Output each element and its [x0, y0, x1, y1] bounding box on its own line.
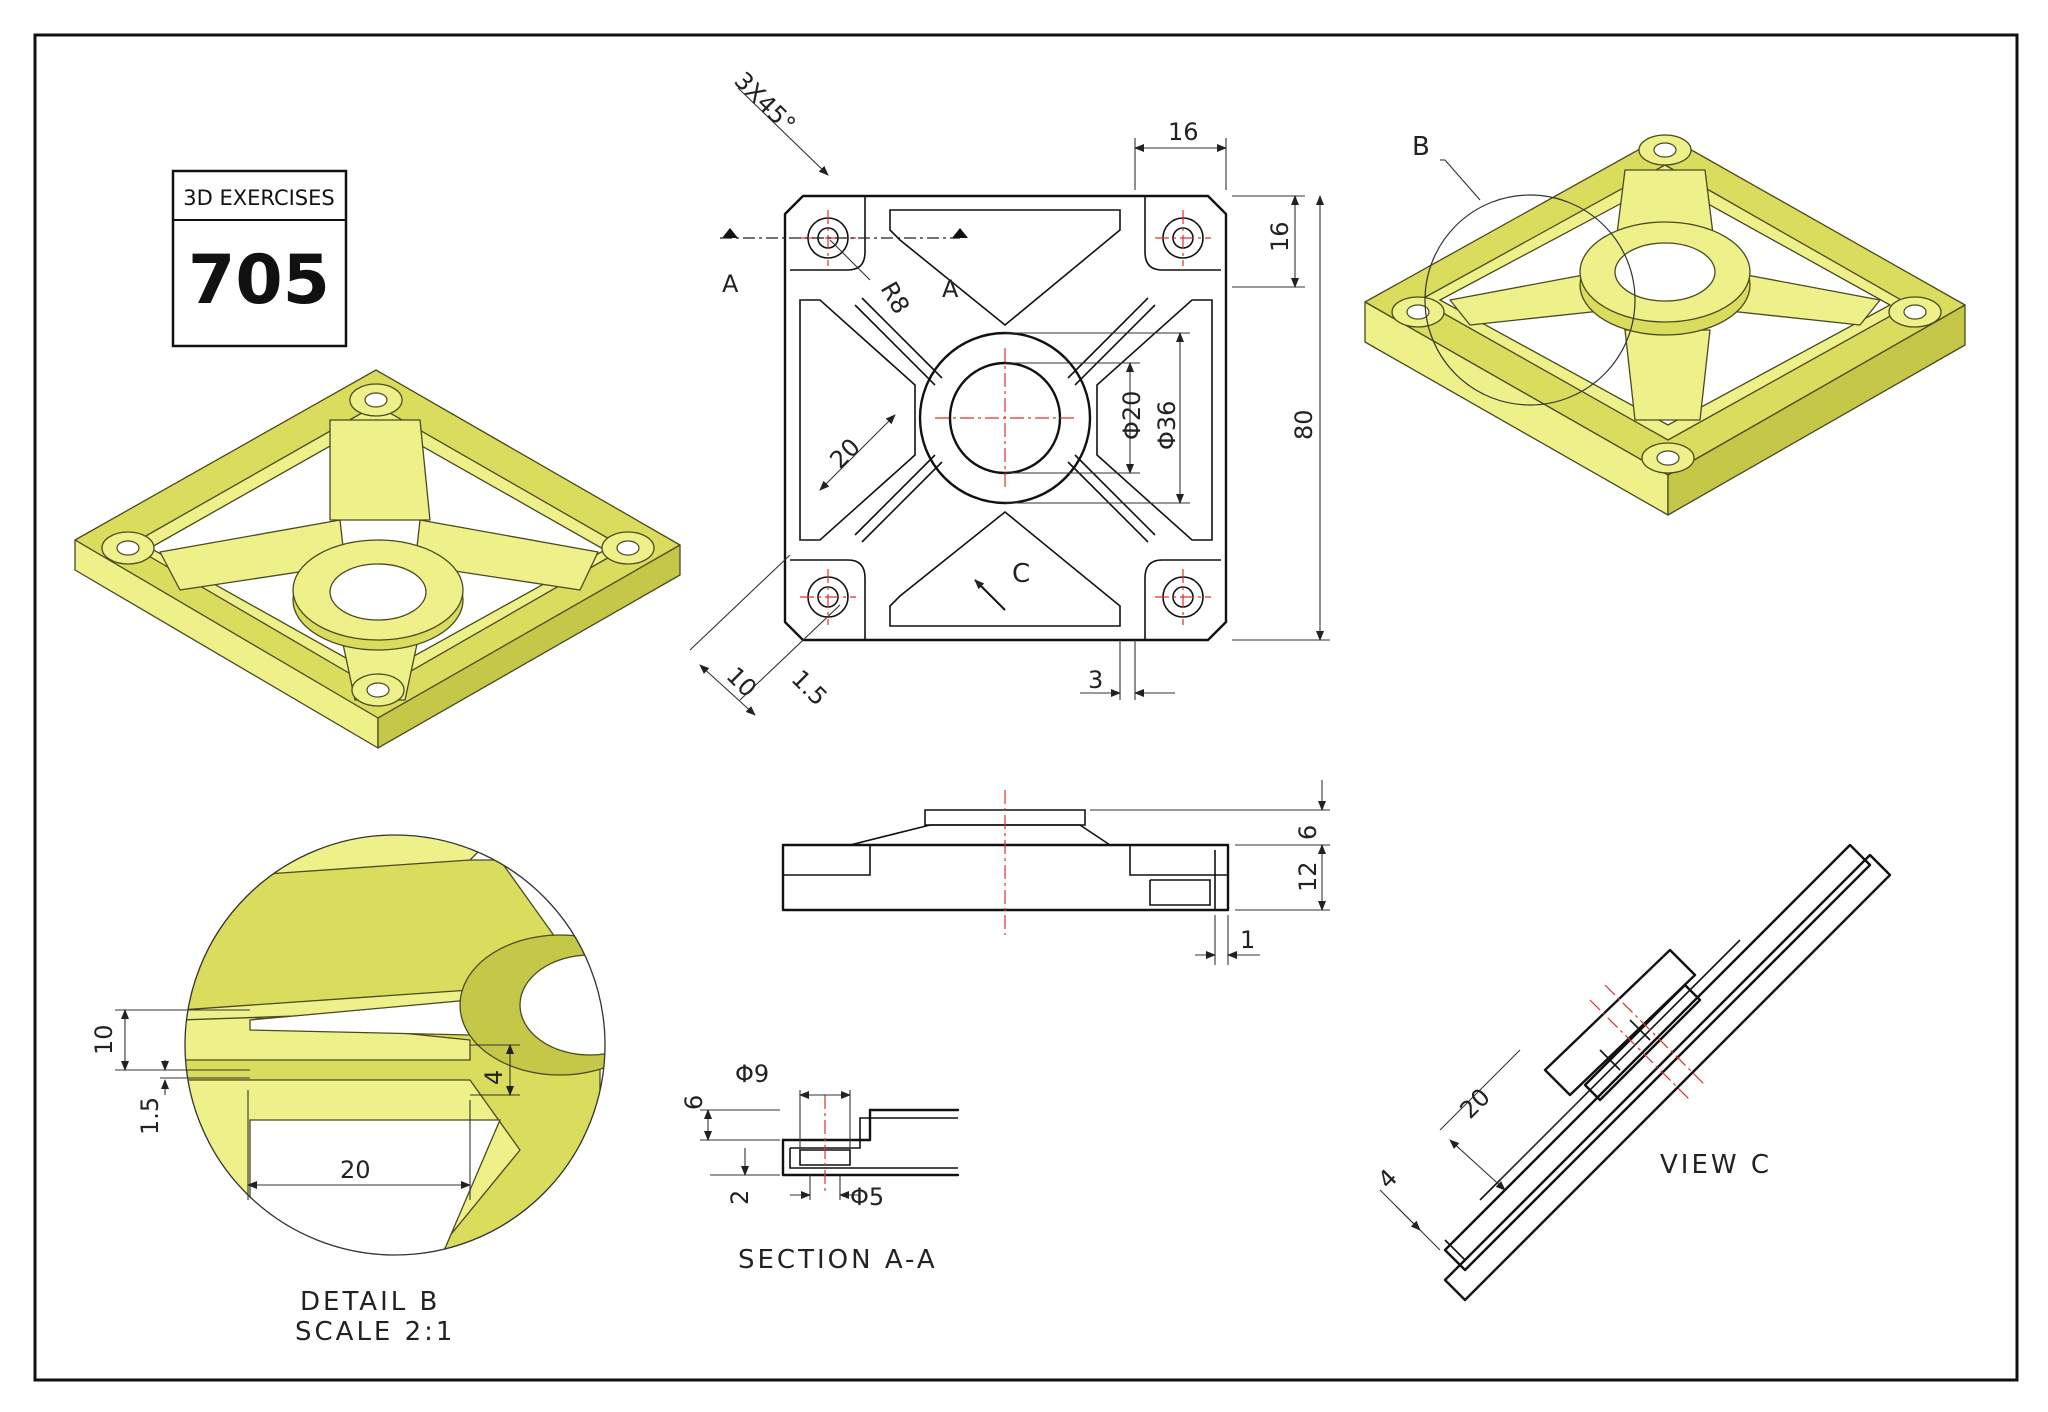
- view-c: 20 4 VIEW C: [1372, 843, 1892, 1302]
- badge-title: 3D EXERCISES: [183, 186, 334, 210]
- dim-80: 80: [1290, 409, 1318, 440]
- section-title: SECTION A-A: [738, 1245, 938, 1275]
- dim-side-6: 6: [1294, 825, 1322, 840]
- iso-model-left: [74, 369, 681, 749]
- dim-side-12: 12: [1294, 861, 1322, 892]
- dim-radius: R8: [875, 277, 915, 319]
- dim-viewc-4: 4: [1372, 1164, 1403, 1195]
- dim-viewc-20: 20: [1454, 1083, 1495, 1124]
- iso-model-right: B: [1364, 132, 1966, 516]
- badge-number: 705: [188, 241, 330, 320]
- view-c-title: VIEW C: [1660, 1150, 1772, 1180]
- dim-16-height: 16: [1266, 221, 1294, 252]
- dim-detail-20: 20: [340, 1156, 371, 1184]
- dim-sec-d5: Φ5: [850, 1183, 884, 1211]
- dim-rib-20: 20: [824, 433, 865, 474]
- detail-b-circle: [1424, 194, 1636, 406]
- dim-sec-d9: Φ9: [735, 1060, 769, 1088]
- dim-detail-4: 4: [480, 1070, 508, 1085]
- detail-letter: B: [1412, 132, 1433, 162]
- exercise-badge: 3D EXERCISES 705: [171, 169, 348, 348]
- dim-rib-10: 10: [721, 661, 762, 702]
- detail-b: 10 1.5 4 20 DETAIL B SCALE 2:1: [90, 834, 606, 1347]
- dim-side-1: 1: [1240, 926, 1255, 954]
- dim-dia36: Φ36: [1153, 401, 1181, 450]
- dim-sec-h2: 2: [726, 1190, 754, 1205]
- side-view: 6 12 1: [781, 780, 1330, 965]
- section-a-a: Φ9 Φ5 6 2 SECTION A-A: [680, 1060, 960, 1275]
- top-view: A A C 3X45° 16 16 80 R8 Φ20 Φ36: [689, 66, 1330, 716]
- dim-offset-3: 3: [1088, 666, 1103, 694]
- dim-rib-1-5: 1.5: [786, 664, 833, 711]
- dim-detail-10: 10: [90, 1024, 118, 1055]
- sheet-border: [33, 33, 2019, 1382]
- dim-chamfer: 3X45°: [729, 66, 801, 138]
- detail-scale: SCALE 2:1: [295, 1317, 455, 1347]
- dim-16-width: 16: [1168, 118, 1199, 146]
- dim-dia20: Φ20: [1118, 391, 1146, 440]
- section-mark-left: A: [722, 270, 739, 298]
- detail-title: DETAIL B: [300, 1287, 440, 1317]
- section-mark-right: A: [942, 275, 959, 303]
- dim-detail-1-5: 1.5: [136, 1097, 164, 1135]
- view-arrow-label: C: [1012, 559, 1033, 589]
- dim-sec-h6: 6: [680, 1095, 708, 1110]
